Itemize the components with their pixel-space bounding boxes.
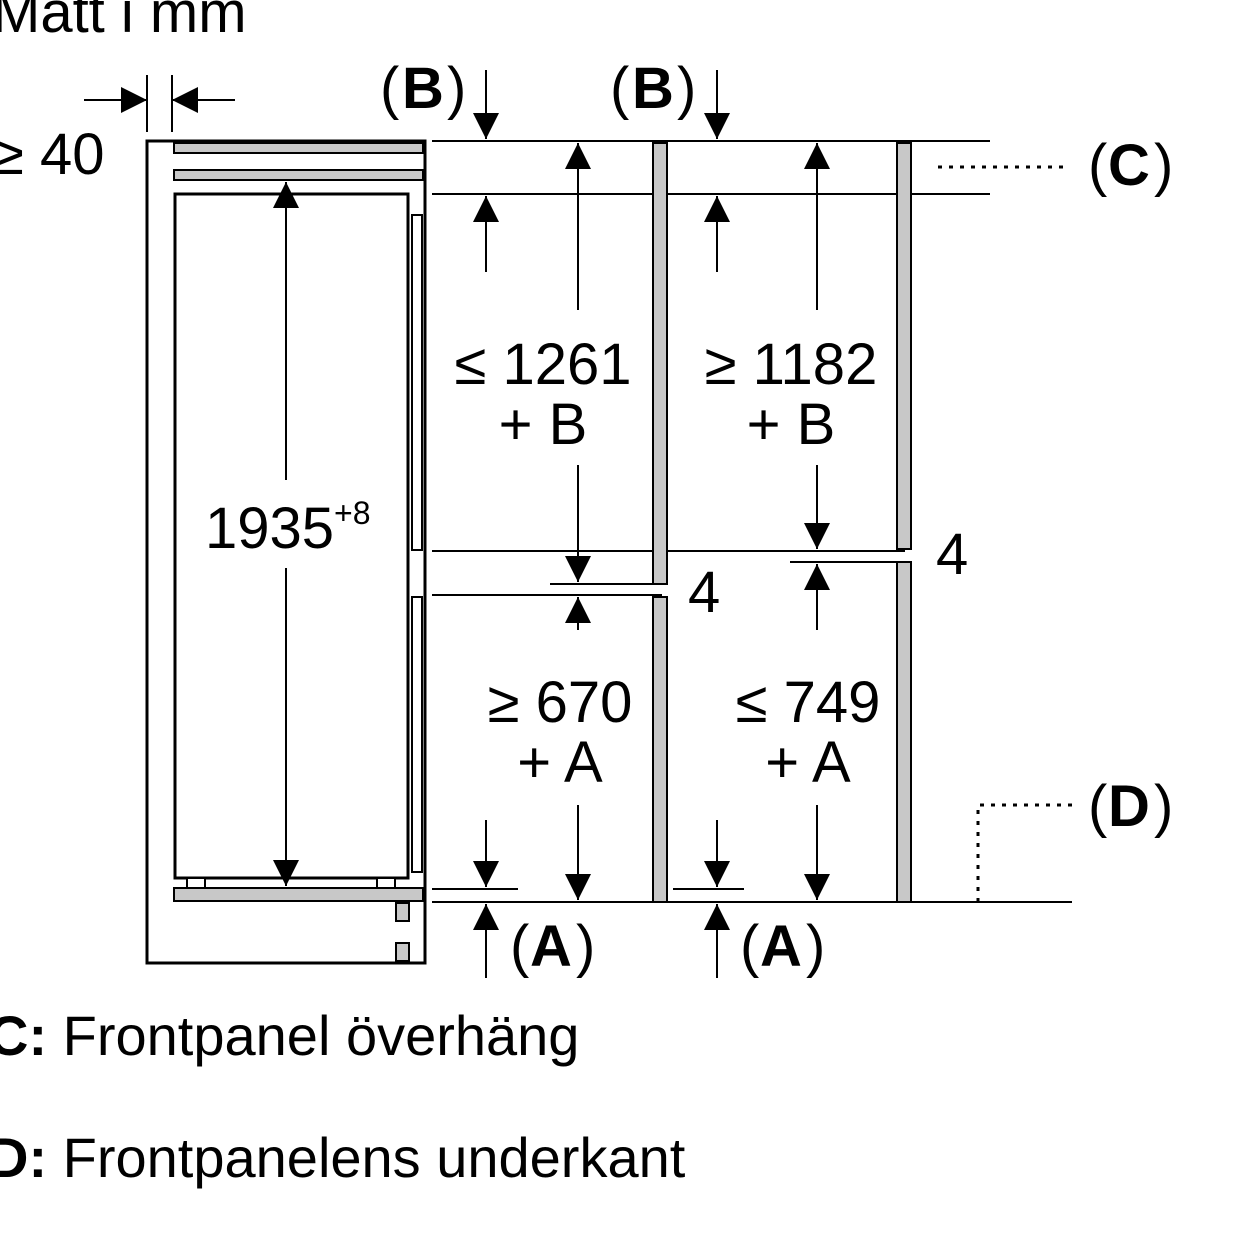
svg-text:): ) xyxy=(806,914,825,979)
top-rail xyxy=(173,142,424,154)
marker-d: ( D ) xyxy=(1088,774,1173,839)
legend-key: C: xyxy=(0,1004,48,1067)
svg-text:): ) xyxy=(447,56,466,121)
marker-c: ( C ) xyxy=(1088,133,1173,198)
lower-door-right-suffix: + A xyxy=(765,730,851,795)
svg-text:A: A xyxy=(760,914,802,979)
svg-text:(: ( xyxy=(510,914,529,979)
svg-text:(: ( xyxy=(1088,774,1107,839)
svg-text:D: D xyxy=(1108,774,1150,839)
upper-door-left-label: ≤ 1261 xyxy=(455,332,632,397)
lower-door-left-suffix: + A xyxy=(517,730,603,795)
svg-text:): ) xyxy=(1154,133,1173,198)
upper-door-right-suffix: + B xyxy=(747,392,836,457)
marker-b-left: ( B ) xyxy=(380,56,466,121)
door-panels-left xyxy=(652,142,668,903)
marker-a-right: ( A ) xyxy=(740,914,825,979)
marker-b-right: ( B ) xyxy=(610,56,696,121)
appliance-height-tolerance: +8 xyxy=(334,495,370,531)
plinth-rail xyxy=(173,887,424,902)
svg-text:(: ( xyxy=(1088,133,1107,198)
legend-text: Frontpanel överhäng xyxy=(62,1004,580,1067)
svg-text:A: A xyxy=(530,914,572,979)
left-column-arrows xyxy=(473,70,591,978)
units-label: Mått i mm xyxy=(0,0,247,45)
upper-door-right-label: ≥ 1182 xyxy=(705,332,878,397)
svg-text:): ) xyxy=(1154,774,1173,839)
svg-text:(: ( xyxy=(380,56,399,121)
gap-left-label: 4 xyxy=(688,560,720,625)
svg-text:(: ( xyxy=(610,56,629,121)
svg-text:B: B xyxy=(632,56,674,121)
legend-key: D: xyxy=(0,1126,48,1189)
right-column-arrows xyxy=(704,70,830,978)
side-gap-dimension xyxy=(84,75,235,132)
upper-door-left-suffix: + B xyxy=(499,392,588,457)
svg-text:): ) xyxy=(677,56,696,121)
appliance-body xyxy=(145,139,427,965)
side-gap-label: ≥ 40 xyxy=(0,122,104,187)
svg-text:C: C xyxy=(1108,133,1150,198)
gap-right-label: 4 xyxy=(936,522,968,587)
door-panels-right xyxy=(896,142,912,903)
lower-door-right-label: ≤ 749 xyxy=(736,670,881,735)
legend-item-d: D: Frontpanelens underkant xyxy=(0,1130,685,1186)
svg-text:(: ( xyxy=(740,914,759,979)
appliance-height-value: 1935 xyxy=(205,496,334,561)
upper-door-edge xyxy=(411,214,423,551)
svg-text:B: B xyxy=(402,56,444,121)
reference-lines xyxy=(432,140,1072,903)
legend-text: Frontpanelens underkant xyxy=(62,1126,686,1189)
top-rail xyxy=(173,169,424,181)
svg-text:): ) xyxy=(576,914,595,979)
lower-door-left-label: ≥ 670 xyxy=(488,670,633,735)
legend-item-c: C: Frontpanel överhäng xyxy=(0,1008,579,1064)
appliance-height-label: 1935+8 xyxy=(205,495,371,561)
marker-a-left: ( A ) xyxy=(510,914,595,979)
lower-door-edge xyxy=(411,596,423,873)
